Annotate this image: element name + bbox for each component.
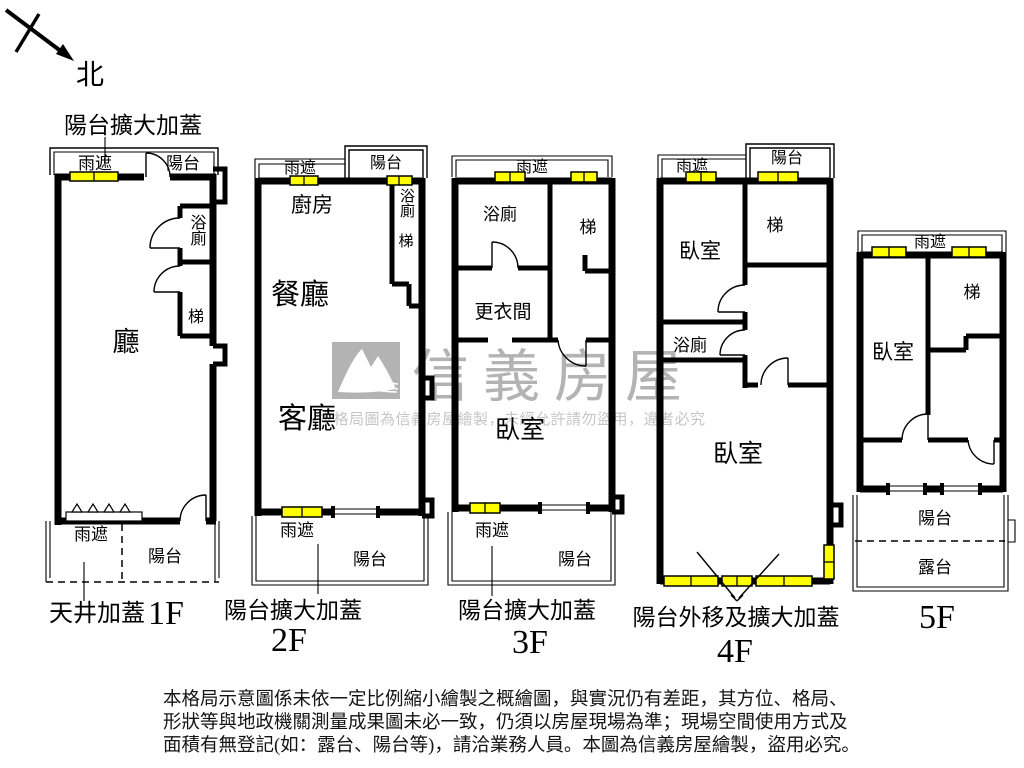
balcony-bottom-3f (447, 512, 616, 586)
room-label-canopy-bottom-1f: 雨遮 (74, 525, 108, 544)
doors-5f (901, 413, 995, 465)
room-label-bedroom-5f: 臥室 (872, 340, 914, 364)
windows-4f (663, 171, 835, 587)
north-label: 北 (76, 60, 104, 91)
floor-number-1f: 1F (148, 595, 184, 632)
annotation-balcony-extension: 陽台擴大加蓋 (64, 113, 202, 138)
room-label-bath-4f: 浴廁 (673, 335, 707, 355)
room-label-dressing-3f: 更衣間 (474, 301, 531, 323)
compass-arrowhead (56, 44, 74, 61)
room-label-bedroom-main-4f: 臥室 (713, 440, 763, 468)
floor-number-4f: 4F (717, 633, 753, 670)
room-label-balcony-top-4f: 陽台 (771, 149, 803, 167)
windows-1f (65, 171, 143, 522)
floor-plan-4f: 雨遮 陽台 臥室 梯 浴廁 臥室 (633, 143, 844, 670)
room-label-hall-1f: 廳 (113, 327, 140, 357)
logo-roof-shape (338, 349, 396, 393)
floor-plan-2f: 雨遮 陽台 廚房 浴廁 梯 餐廳 客廳 雨遮 陽台 陽台擴大加蓋 2 (224, 145, 435, 659)
watermark-notice: 本格局圖為信義房屋繪製，未經允許請勿盜用，違者必究 (318, 410, 706, 428)
room-label-balcony-bottom-1f: 陽台 (148, 547, 182, 566)
floor-number-5f: 5F (919, 599, 955, 636)
room-label-balcony-bottom-3f: 陽台 (558, 550, 592, 569)
floor-plan-3f: 雨遮 浴廁 梯 更衣間 臥室 雨遮 (447, 155, 625, 661)
room-label-stair-1f: 梯 (188, 308, 204, 326)
disclaimer-line-3: 面積有無登記(如：露台、陽台等)，請洽業務人員。本圖為信義房屋繪製，盜用必究。 (163, 735, 860, 756)
floor-number-2f: 2F (271, 622, 307, 659)
caption-4f: 陽台外移及擴大加蓋 (633, 605, 840, 630)
walls-5f (856, 251, 1007, 493)
room-label-dining-2f: 餐廳 (271, 278, 329, 311)
room-label-balcony-top-1f: 陽台 (166, 154, 200, 173)
caption-1f: 天井加蓋 (49, 600, 145, 627)
room-label-balcony-bottom-2f: 陽台 (353, 550, 387, 569)
balcony-bottom-1f (45, 521, 220, 583)
caption-arrow-4f (696, 551, 780, 602)
room-label-stair-4f: 梯 (767, 216, 784, 235)
balcony-strip-top-2f (254, 145, 428, 178)
north-compass: 北 (4, 8, 104, 91)
disclaimer-line-1: 本格局示意圖係未依一定比例縮小繪製之概繪圖，與實況仍有差距，其方位、格局、 (163, 689, 848, 710)
windows-3f (469, 171, 598, 514)
room-label-bath-3f: 浴廁 (483, 204, 517, 224)
walls-3f (451, 177, 625, 515)
compass-cross-line (14, 13, 41, 53)
room-label-living-2f: 客廳 (278, 402, 336, 435)
room-label-bath-2f: 浴廁 (398, 188, 415, 219)
room-label-balcony-top-2f: 陽台 (370, 154, 402, 172)
balcony-strip-top-5f (857, 230, 1007, 252)
logo-swoosh-lines (370, 376, 399, 393)
doors-3f (491, 241, 587, 367)
floor-plan-1f: 雨遮 陽台 廳 浴廁 梯 (45, 147, 228, 632)
balcony-strip-top-4f (657, 143, 835, 178)
room-label-canopy-top-1f: 雨遮 (78, 154, 112, 173)
floor-plan-5f: 雨遮 梯 臥室 陽台 露台 5F (852, 230, 1016, 636)
caption-2f: 陽台擴大加蓋 (224, 598, 362, 623)
doors-4f (717, 284, 789, 386)
disclaimer-line-2: 形狀等與地政機關測量成果圖未必一致，仍須以房屋現場為準；現場空間使用方式及 (163, 712, 848, 733)
balcony-strip-top-1f (49, 147, 219, 175)
room-label-canopy-top-4f: 雨遮 (676, 157, 708, 175)
caption-3f: 陽台擴大加蓋 (458, 598, 596, 623)
room-label-kitchen-2f: 廚房 (291, 193, 333, 217)
floor-number-3f: 3F (512, 624, 548, 661)
room-label-canopy-top-2f: 雨遮 (284, 159, 316, 177)
balcony-strip-top-3f (451, 155, 613, 177)
watermark: 信義房屋 本格局圖為信義房屋繪製，未經允許請勿盜用，違者必究 (318, 342, 706, 428)
room-label-stair-3f: 梯 (580, 218, 597, 237)
disclaimer: 本格局示意圖係未依一定比例縮小繪製之概繪圖，與實況仍有差距，其方位、格局、 形狀… (163, 689, 860, 756)
room-label-stair-2f: 梯 (398, 233, 413, 250)
room-label-bedroom-top-4f: 臥室 (679, 239, 721, 263)
room-label-bath-1f: 浴廁 (188, 214, 207, 247)
compass-arrow-shaft (4, 8, 64, 54)
room-label-terrace-5f: 露台 (918, 558, 952, 577)
room-label-canopy-top-5f: 雨遮 (914, 233, 946, 251)
room-label-bedroom-3f: 臥室 (495, 416, 545, 444)
room-label-balcony-bottom-5f: 陽台 (918, 509, 952, 528)
balcony-bottom-2f (251, 516, 429, 586)
balcony-terrace-5f (852, 495, 1016, 592)
room-label-canopy-bottom-3f: 雨遮 (475, 521, 509, 540)
windows-5f (871, 246, 987, 495)
doors-1f (145, 152, 207, 522)
top-annotation: 陽台擴大加蓋 (64, 113, 202, 166)
room-label-stair-5f: 梯 (964, 283, 981, 302)
windows-2f (281, 175, 413, 518)
room-label-canopy-bottom-2f: 雨遮 (280, 521, 314, 540)
